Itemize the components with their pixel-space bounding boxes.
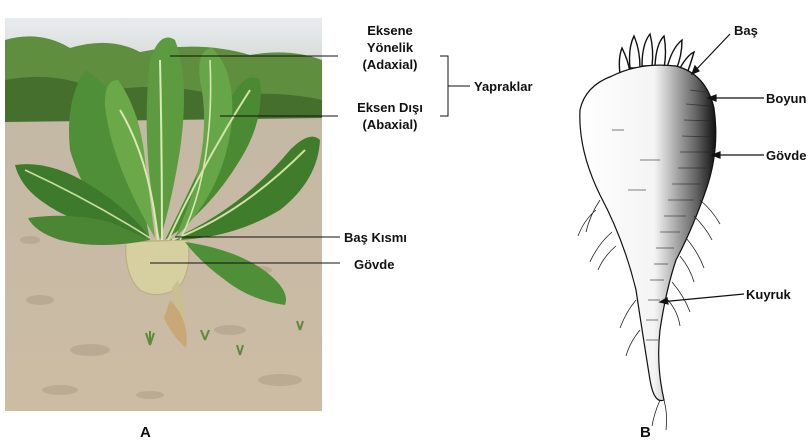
label-head: Baş (734, 22, 758, 39)
label-adaxial-line1: Eksene (344, 22, 436, 39)
panel-letter-b: B (640, 424, 651, 441)
label-adaxial-line3: (Adaxial) (344, 56, 436, 73)
beet-root-body (580, 65, 716, 400)
label-body-b: Gövde (766, 147, 806, 164)
label-adaxial-line2: Yönelik (344, 39, 436, 56)
label-head-part: Baş Kısmı (344, 229, 407, 246)
label-abaxial: Eksen Dışı (Abaxial) (340, 99, 440, 133)
label-neck: Boyun (766, 90, 806, 107)
panel-letter-a: A (140, 424, 151, 441)
label-adaxial: Eksene Yönelik (Adaxial) (344, 22, 436, 73)
label-leaves-group: Yapraklar (474, 78, 533, 95)
label-abaxial-line2: (Abaxial) (340, 116, 440, 133)
leaves-bracket (440, 56, 470, 116)
leader-head (692, 34, 730, 74)
label-body-a: Gövde (354, 256, 394, 273)
photo-panel-a (5, 18, 322, 411)
leader-tail (660, 294, 744, 302)
label-tail: Kuyruk (746, 286, 791, 303)
label-abaxial-line1: Eksen Dışı (340, 99, 440, 116)
beet-drawing-b (578, 34, 720, 430)
